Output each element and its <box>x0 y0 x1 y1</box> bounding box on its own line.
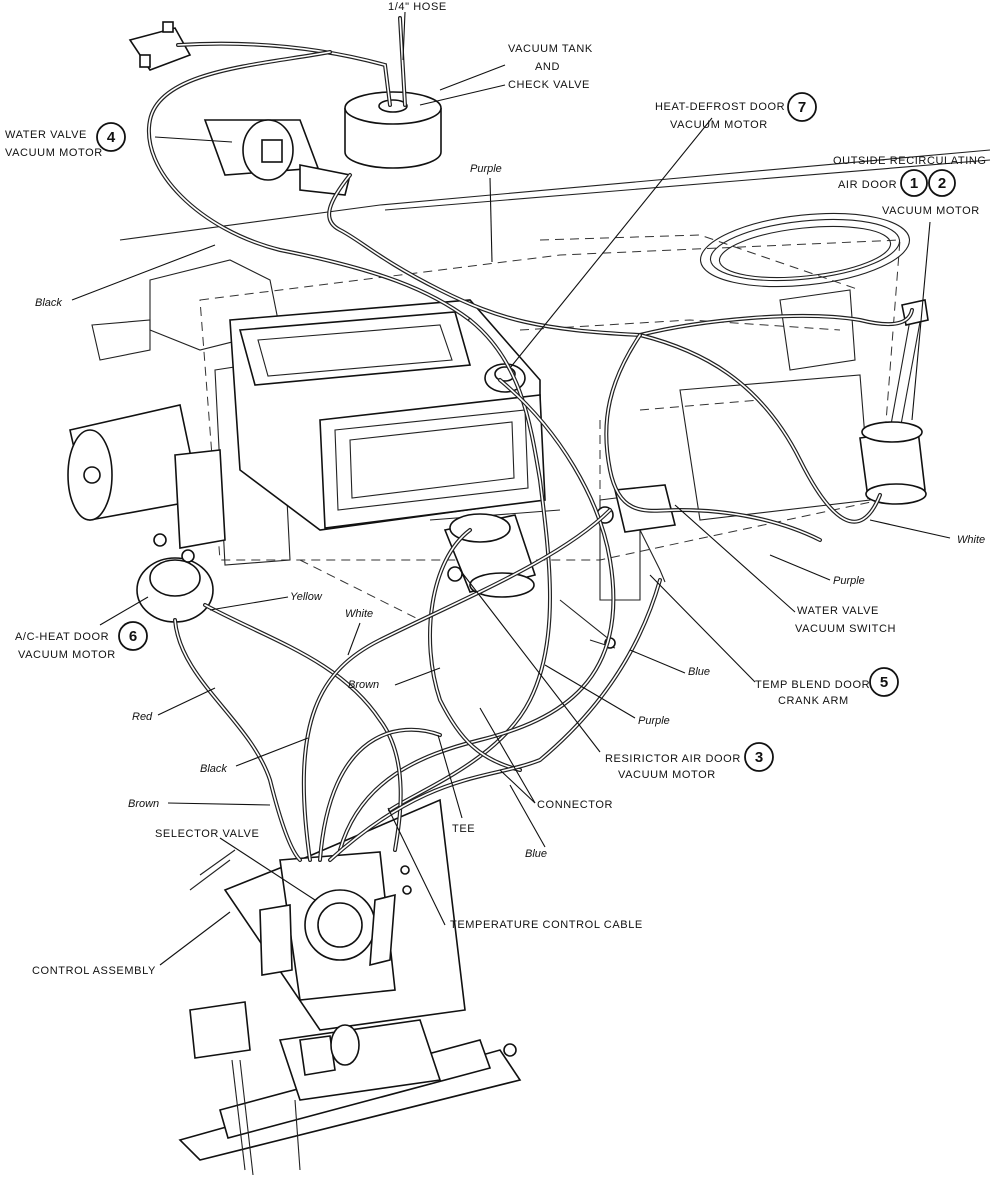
label-hose-black-left: Black <box>35 297 62 309</box>
label-outside-recirc-line1: OUTSIDE RECIRCULATING <box>833 155 987 167</box>
label-hose-purple-top: Purple <box>470 163 502 175</box>
callout-number-7: 7 <box>798 99 806 116</box>
label-restrictor-line1: RESIRICTOR AIR DOOR <box>605 753 741 765</box>
restrictor-air-door-vacuum-motor <box>443 513 537 598</box>
label-vacuum-tank-line1: VACUUM TANK <box>508 43 593 55</box>
recirc-duct-ring <box>699 212 911 288</box>
callout-number-5: 5 <box>880 674 888 691</box>
label-vacuum-tank-line2: AND <box>535 61 560 73</box>
label-connector: CONNECTOR <box>537 799 613 811</box>
label-temperature-control-cable: TEMPERATURE CONTROL CABLE <box>450 919 643 931</box>
label-ac-heat-line1: A/C-HEAT DOOR <box>15 631 109 643</box>
label-hose-white-right: White <box>957 534 985 546</box>
outside-recirc-vacuum-motor <box>859 299 929 505</box>
callout-number-4: 4 <box>107 129 116 146</box>
labels: 1/4" HOSE VACUUM TANK AND CHECK VALVE WA… <box>5 1 987 977</box>
callout-circle-2 <box>928 169 956 197</box>
label-hose-1-4: 1/4" HOSE <box>388 1 447 13</box>
callout-circle-1 <box>900 169 928 197</box>
callout-number-6: 6 <box>129 628 137 645</box>
label-hose-blue-right: Blue <box>688 666 710 678</box>
callout-circle-7 <box>787 92 817 122</box>
label-hose-purple-low: Purple <box>638 715 670 727</box>
label-water-valve-motor-line2: VACUUM MOTOR <box>5 147 103 159</box>
label-temp-blend-line1: TEMP BLEND DOOR <box>755 679 870 691</box>
label-hose-purple-mid: Purple <box>833 575 865 587</box>
label-hose-yellow: Yellow <box>290 591 323 603</box>
label-heat-defrost-line1: HEAT-DEFROST DOOR <box>655 101 785 113</box>
label-ac-heat-line2: VACUUM MOTOR <box>18 649 116 661</box>
ac-heat-door-vacuum-motor <box>136 449 226 623</box>
hose-end-connector <box>128 21 192 71</box>
label-hose-red: Red <box>132 711 153 723</box>
label-tee: TEE <box>452 823 475 835</box>
label-hose-brown-low: Brown <box>128 798 159 810</box>
callout-circle-5 <box>869 667 899 697</box>
label-vacuum-tank-line3: CHECK VALVE <box>508 79 590 91</box>
label-control-assembly: CONTROL ASSEMBLY <box>32 965 156 977</box>
callout-number-3: 3 <box>755 749 763 766</box>
label-hose-brown-center: Brown <box>348 679 379 691</box>
callout-number-1: 1 <box>910 175 918 192</box>
label-selector-valve: SELECTOR VALVE <box>155 828 259 840</box>
label-hose-white-center: White <box>345 608 373 620</box>
blower-motor <box>67 404 201 521</box>
heater-box <box>229 299 546 531</box>
water-valve-vacuum-motor <box>203 119 351 196</box>
water-valve-vacuum-switch <box>596 484 676 583</box>
callout-circle-6 <box>118 621 148 651</box>
callout-number-2: 2 <box>938 175 946 192</box>
label-outside-recirc-line2: AIR DOOR <box>838 179 897 191</box>
control-assembly <box>178 798 522 1176</box>
label-water-valve-switch-line1: WATER VALVE <box>797 605 879 617</box>
label-outside-recirc-line3: VACUUM MOTOR <box>882 205 980 217</box>
callout-circle-3 <box>744 742 774 772</box>
vacuum-tank <box>344 91 442 169</box>
label-temp-blend-line2: CRANK ARM <box>778 695 849 707</box>
label-restrictor-line2: VACUUM MOTOR <box>618 769 716 781</box>
label-hose-blue-low: Blue <box>525 848 547 860</box>
label-hose-black-low: Black <box>200 763 227 775</box>
callout-circle-4 <box>96 122 126 152</box>
leader-lines <box>71 11 951 966</box>
label-heat-defrost-line2: VACUUM MOTOR <box>670 119 768 131</box>
label-water-valve-motor-line1: WATER VALVE <box>5 129 87 141</box>
label-water-valve-switch-line2: VACUUM SWITCH <box>795 623 896 635</box>
